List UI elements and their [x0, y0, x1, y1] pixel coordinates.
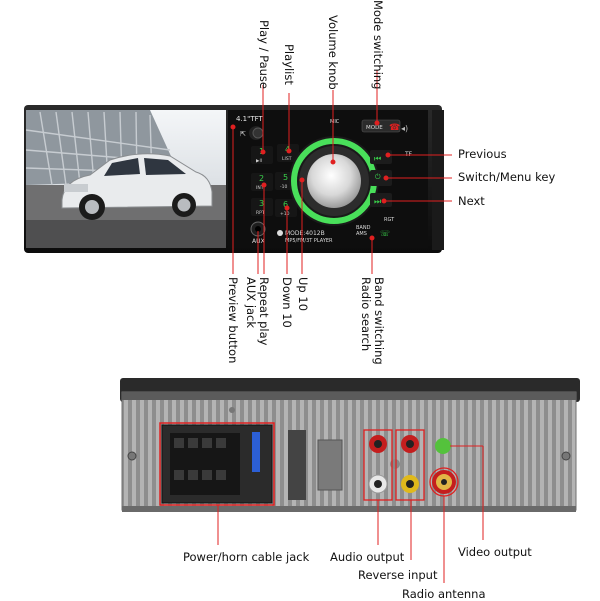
- preview-icon: ⇱: [240, 130, 246, 138]
- key-2-number: 2: [259, 174, 264, 183]
- next-icon: ⏭: [374, 197, 381, 206]
- label-aux-jack: AUX jack: [244, 277, 258, 329]
- band-phone-icon: ☏: [380, 229, 390, 238]
- key-1-sublabel: ▶II: [256, 158, 262, 164]
- mode-label: MODE: [366, 125, 383, 131]
- switch-icon: ⏻: [375, 173, 381, 181]
- label-next: Next: [458, 194, 485, 208]
- label-switch-menu: Switch/Menu key: [458, 170, 556, 184]
- key-5-number: 5: [283, 173, 288, 182]
- label-previous: Previous: [458, 147, 507, 161]
- key-3-number: 3: [259, 199, 264, 208]
- key-5-sublabel: -10: [280, 184, 287, 190]
- key-2-sublabel: INT: [256, 185, 264, 191]
- tft-screen: [25, 110, 226, 248]
- model-label: MODE:4012B: [285, 230, 325, 237]
- label-radio-antenna: Radio antenna: [402, 587, 486, 601]
- key-4-sublabel: LIST: [282, 156, 292, 162]
- audio-output-white[interactable]: [368, 474, 388, 494]
- switch-menu-button[interactable]: ⏻: [370, 170, 392, 186]
- video-output[interactable]: [435, 438, 451, 454]
- mic-label: MIC: [330, 119, 340, 125]
- label-down-10: Down 10: [280, 277, 294, 328]
- model-text: MODE:4012B MP5/FM/3T PLAYER: [277, 230, 333, 244]
- key-6-number: 6: [283, 200, 288, 209]
- key-3-sublabel: RPT: [256, 210, 265, 216]
- label-reverse-input: Reverse input: [358, 568, 438, 582]
- label-band-switching: Band switching: [372, 277, 386, 365]
- label-up-10: Up 10: [296, 277, 310, 312]
- phone-icon: ☎: [389, 123, 400, 133]
- speaker-icon: ◂): [401, 124, 408, 133]
- back-panel: [120, 378, 580, 512]
- label-play-pause: Play / Pause: [257, 20, 271, 89]
- car-image: [61, 153, 213, 220]
- radio-antenna[interactable]: [432, 470, 456, 494]
- label-radio-search: Radio search: [359, 277, 373, 352]
- label-playlist: Playlist: [282, 44, 296, 85]
- reverse-input-red[interactable]: [401, 435, 419, 453]
- label-mode-switching: Mode switching: [371, 0, 385, 90]
- screen-size-label: 4.1"TFT: [236, 115, 264, 123]
- front-panel: 4.1"TFT MIC ⇱ MODE ☎ ◂) 1▶II2INT3RPT4LIS…: [24, 105, 444, 253]
- label-power-horn: Power/horn cable jack: [183, 550, 310, 564]
- key-6-sublabel: +10: [280, 211, 290, 217]
- label-preview-button: Preview button: [226, 277, 240, 364]
- power-cable-jack[interactable]: [159, 422, 275, 506]
- back-callouts: [217, 445, 484, 583]
- volume-knob[interactable]: [289, 136, 379, 226]
- fuse: [252, 432, 260, 472]
- label-audio-output: Audio output: [330, 550, 405, 564]
- label-volume-knob: Volume knob: [326, 15, 340, 90]
- mode-button[interactable]: MODE ☎: [361, 119, 401, 133]
- audio-output-red[interactable]: [369, 435, 387, 453]
- key-1-button[interactable]: 1▶II: [251, 146, 273, 164]
- next-button[interactable]: ⏭: [370, 193, 392, 207]
- front-callouts: [230, 70, 452, 274]
- previous-icon: ⏮: [374, 154, 381, 163]
- label-video-output: Video output: [458, 545, 532, 559]
- player-type-label: MP5/FM/3T PLAYER: [285, 238, 333, 244]
- reverse-input-yellow[interactable]: [401, 475, 419, 493]
- label-repeat-play: Repeat play: [257, 277, 271, 346]
- rgt-label: RGT: [384, 217, 395, 223]
